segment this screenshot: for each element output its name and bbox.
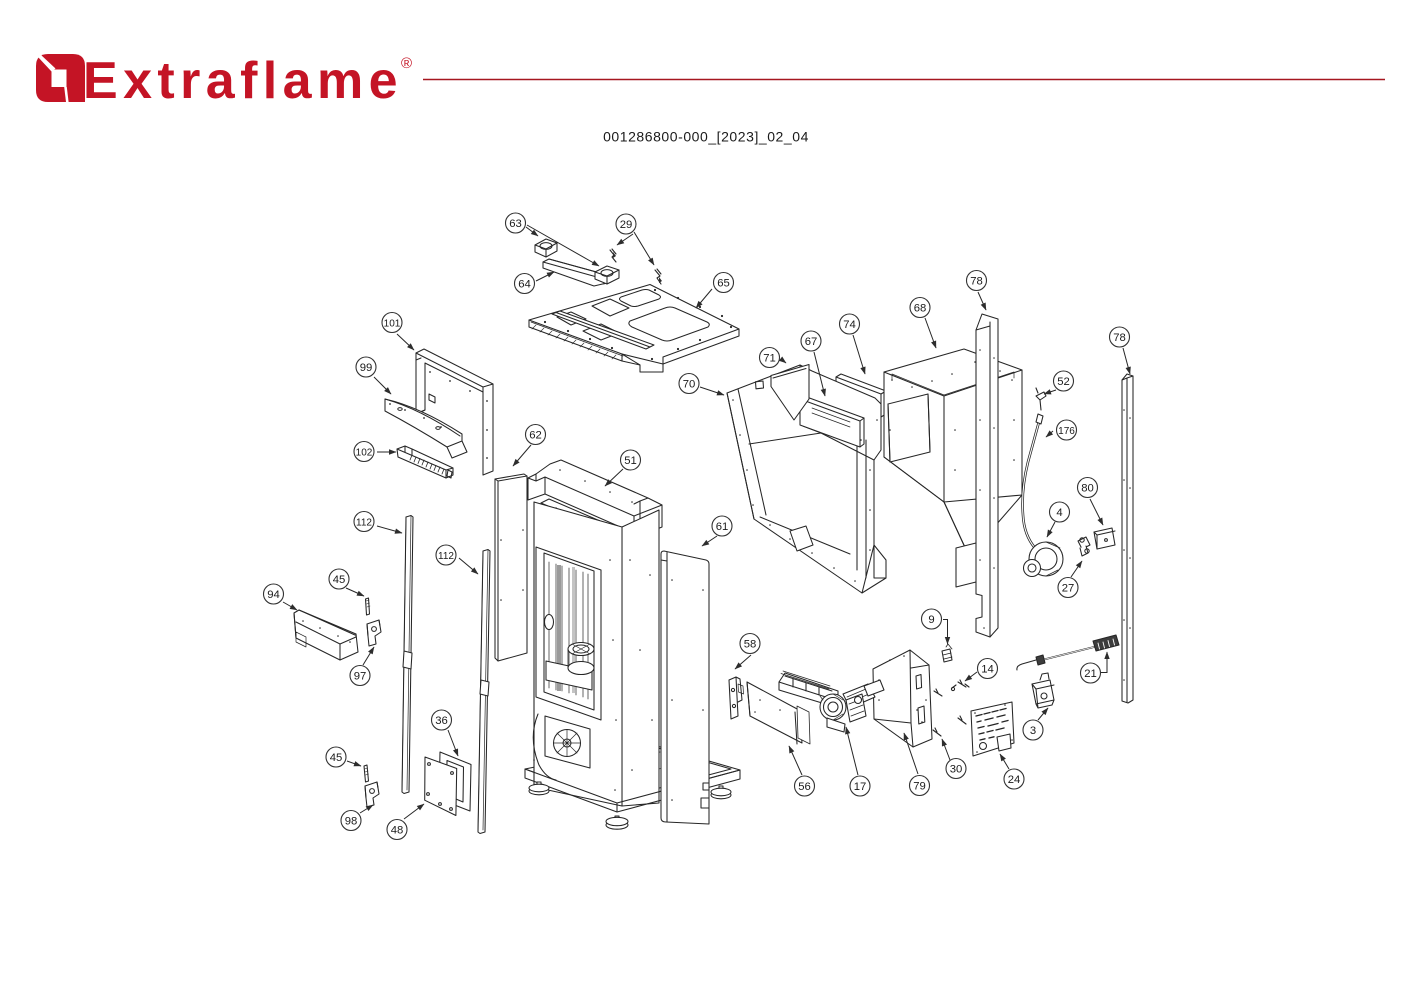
svg-text:101: 101 — [384, 318, 401, 329]
svg-text:68: 68 — [914, 302, 927, 314]
svg-text:99: 99 — [360, 362, 373, 374]
svg-text:®: ® — [401, 55, 412, 72]
svg-text:24: 24 — [1008, 774, 1021, 786]
svg-text:45: 45 — [330, 752, 343, 764]
svg-text:74: 74 — [843, 319, 856, 331]
svg-text:98: 98 — [345, 815, 358, 827]
svg-text:Extraflame: Extraflame — [83, 52, 403, 110]
svg-text:4: 4 — [1056, 507, 1062, 519]
svg-text:67: 67 — [805, 336, 818, 348]
svg-text:70: 70 — [683, 378, 696, 390]
svg-text:30: 30 — [950, 763, 963, 775]
svg-text:102: 102 — [356, 447, 373, 458]
svg-text:36: 36 — [435, 715, 448, 727]
svg-text:80: 80 — [1081, 482, 1094, 494]
svg-text:27: 27 — [1062, 582, 1075, 594]
svg-text:71: 71 — [763, 352, 776, 364]
svg-text:9: 9 — [928, 614, 934, 626]
svg-text:78: 78 — [970, 275, 983, 287]
svg-text:51: 51 — [624, 455, 637, 467]
svg-text:14: 14 — [981, 663, 994, 675]
svg-text:112: 112 — [356, 517, 372, 528]
svg-text:48: 48 — [391, 824, 404, 836]
svg-text:176: 176 — [1058, 426, 1075, 437]
svg-text:62: 62 — [529, 429, 542, 441]
svg-text:78: 78 — [1113, 332, 1126, 344]
svg-text:94: 94 — [267, 589, 280, 601]
svg-text:52: 52 — [1057, 376, 1070, 388]
svg-text:58: 58 — [744, 638, 757, 650]
svg-text:64: 64 — [518, 278, 531, 290]
svg-text:63: 63 — [509, 218, 522, 230]
svg-text:65: 65 — [717, 277, 730, 289]
svg-text:45: 45 — [333, 574, 346, 586]
svg-text:79: 79 — [913, 780, 926, 792]
svg-text:17: 17 — [854, 781, 867, 793]
svg-text:97: 97 — [354, 670, 367, 682]
svg-text:001286800-000_[2023]_02_04: 001286800-000_[2023]_02_04 — [603, 129, 809, 145]
svg-text:21: 21 — [1084, 668, 1097, 680]
svg-text:56: 56 — [798, 781, 811, 793]
svg-text:29: 29 — [620, 219, 633, 231]
svg-text:61: 61 — [716, 521, 729, 533]
svg-text:112: 112 — [438, 551, 454, 562]
svg-text:3: 3 — [1030, 725, 1036, 737]
